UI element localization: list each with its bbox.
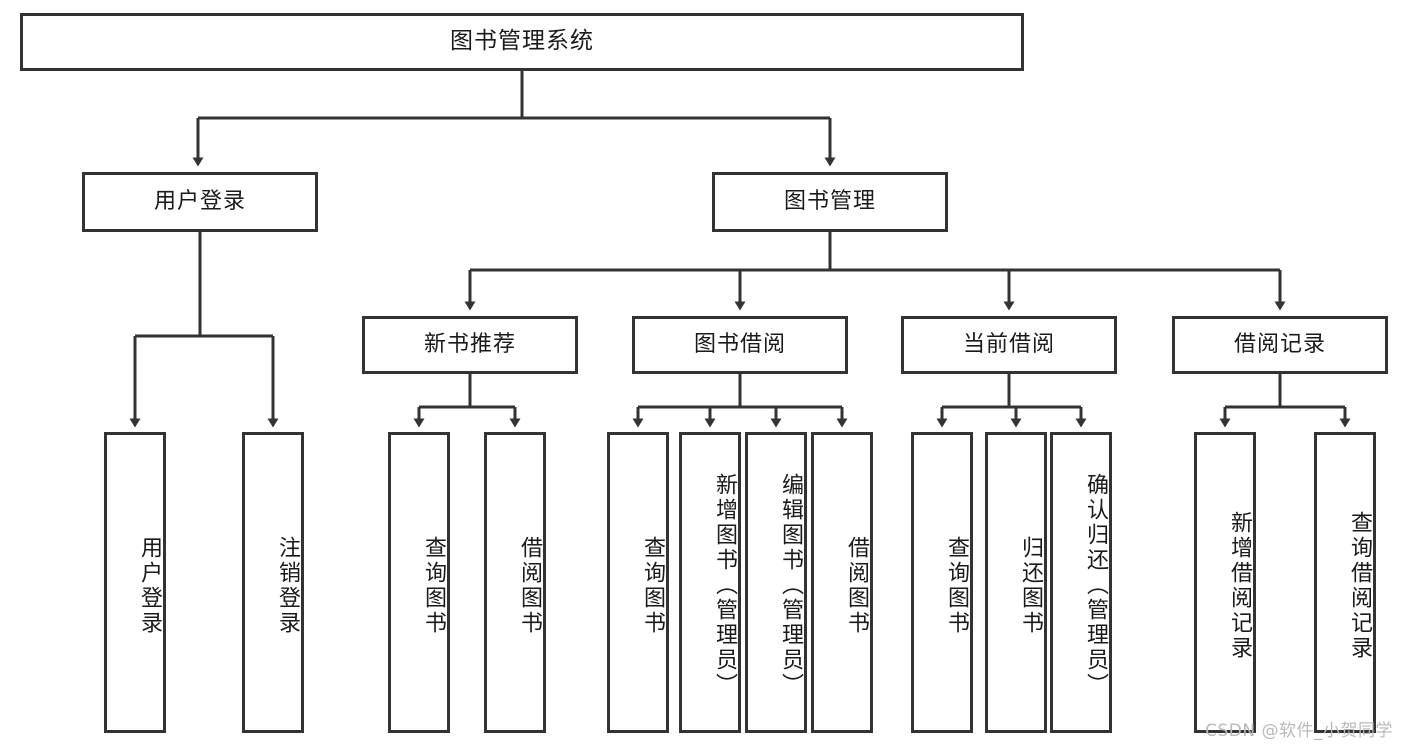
node-root-system[interactable]: 图书管理系统 (20, 13, 1024, 71)
node-leaf-query-record[interactable]: 查询借阅记录 (1314, 432, 1376, 733)
node-leaf-add-book[interactable]: 新增图书（管理员） (679, 432, 741, 733)
node-current-borrow[interactable]: 当前借阅 (901, 316, 1117, 374)
node-book-borrow[interactable]: 图书借阅 (632, 316, 848, 374)
node-new-book-recommend[interactable]: 新书推荐 (362, 316, 578, 374)
node-leaf-borrow-book-1[interactable]: 借阅图书 (484, 432, 546, 733)
node-leaf-add-record[interactable]: 新增借阅记录 (1194, 432, 1256, 733)
node-leaf-edit-book[interactable]: 编辑图书（管理员） (745, 432, 807, 733)
node-leaf-borrow-book-2[interactable]: 借阅图书 (811, 432, 873, 733)
node-leaf-confirm-return[interactable]: 确认归还（管理员） (1050, 432, 1112, 733)
watermark-text: CSDN @软件_小贺同学 (1205, 721, 1393, 741)
node-book-manage[interactable]: 图书管理 (712, 172, 948, 232)
node-leaf-query-book-2[interactable]: 查询图书 (607, 432, 669, 733)
node-borrow-record[interactable]: 借阅记录 (1172, 316, 1388, 374)
node-leaf-query-book-3[interactable]: 查询图书 (911, 432, 973, 733)
node-leaf-return-book[interactable]: 归还图书 (985, 432, 1047, 733)
node-leaf-user-logout[interactable]: 注销登录 (242, 432, 304, 733)
node-user-login[interactable]: 用户登录 (82, 172, 318, 232)
node-leaf-query-book-1[interactable]: 查询图书 (388, 432, 450, 733)
node-leaf-user-login[interactable]: 用户登录 (104, 432, 166, 733)
